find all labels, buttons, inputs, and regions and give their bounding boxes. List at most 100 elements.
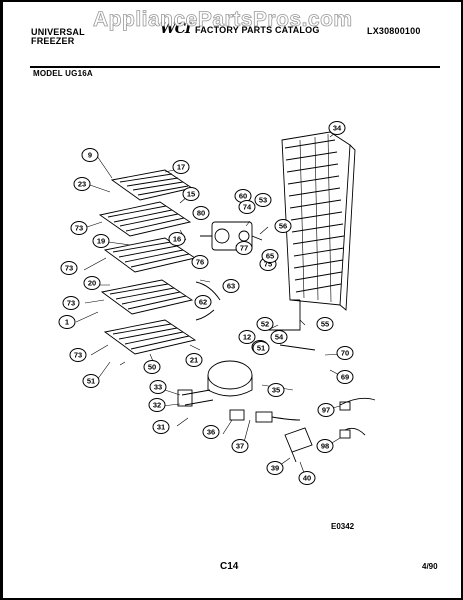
- callout-circle: [231, 439, 249, 453]
- callout-label: 65: [266, 252, 274, 261]
- callout-label: 17: [177, 163, 185, 172]
- callout-circle: [83, 276, 101, 290]
- callout-label: 80: [197, 209, 205, 218]
- callout-label: 40: [303, 474, 311, 483]
- callout-label: 73: [65, 264, 73, 273]
- callout-circle: [328, 121, 346, 135]
- callout-label: 15: [187, 190, 195, 199]
- callout-circle: [82, 374, 100, 388]
- callout-circle: [62, 296, 80, 310]
- callout-circle: [261, 249, 279, 263]
- relay: [229, 409, 301, 423]
- callout-label: 16: [173, 235, 181, 244]
- callout-circle: [191, 255, 209, 269]
- callout-label: 12: [243, 333, 251, 342]
- header-rule: [30, 66, 440, 68]
- brand-line-2: FREEZER: [31, 36, 75, 46]
- callout-label: 73: [75, 224, 83, 233]
- cord-plug-2: [339, 429, 351, 439]
- callout-label: 50: [148, 363, 156, 372]
- callout-label: 63: [227, 282, 235, 291]
- callout-circle: [267, 383, 285, 397]
- cap-tube: [265, 299, 316, 351]
- callout-label: 32: [153, 401, 161, 410]
- callout-circle: [336, 346, 354, 360]
- callout-circle: [148, 398, 166, 412]
- callout-circle: [152, 420, 170, 434]
- callout-label: 20: [88, 279, 96, 288]
- leader-lines: [75, 132, 346, 479]
- callout-circle: [316, 439, 334, 453]
- catalog-title: FACTORY PARTS CATALOG: [195, 25, 320, 35]
- page-code: C14: [220, 561, 239, 572]
- callout-circle: [274, 219, 292, 233]
- shelf-1: [110, 169, 194, 201]
- callout-circle: [194, 295, 212, 309]
- callout-label: 98: [321, 442, 329, 451]
- callout-circle: [235, 241, 253, 255]
- callout-circle: [192, 206, 210, 220]
- callout-circle: [238, 200, 256, 214]
- callout-circle: [336, 370, 354, 384]
- callout-circle: [256, 317, 274, 331]
- callout-circle: [316, 317, 334, 331]
- callout-circle: [182, 187, 200, 201]
- callout-label: 34: [333, 124, 342, 133]
- callout-label: 54: [275, 333, 284, 342]
- wci-logo: WCI: [160, 21, 191, 37]
- callout-circle: [168, 232, 186, 246]
- callout-circle: [58, 315, 76, 329]
- shelf-4: [100, 279, 194, 315]
- compressor: [177, 360, 253, 407]
- power-cord: [339, 397, 376, 436]
- callout-label: 97: [322, 406, 330, 415]
- callout-label: 19: [97, 237, 105, 246]
- callout-label: 75: [264, 260, 272, 269]
- callout-label: 70: [341, 349, 349, 358]
- callout-label: 69: [341, 373, 349, 382]
- callout-circle: [270, 330, 288, 344]
- callout-circle: [266, 461, 284, 475]
- callout-label: 51: [87, 377, 95, 386]
- page-date: 4/90: [422, 562, 438, 571]
- callout-circle: [254, 193, 272, 207]
- callout-label: 77: [240, 244, 248, 253]
- callout-circle: [143, 360, 161, 374]
- callout-circle: [172, 160, 190, 174]
- callout-circle: [69, 348, 87, 362]
- callout-circle: [81, 148, 99, 162]
- cord-plug: [339, 401, 351, 411]
- callout-label: 51: [257, 344, 265, 353]
- drawing-code: E0342: [331, 522, 355, 531]
- shelf-2: [98, 201, 192, 237]
- callout-label: 1: [65, 318, 69, 327]
- condenser-coil: [281, 131, 356, 311]
- callout-label: 60: [239, 192, 247, 201]
- callout-circle: [70, 221, 88, 235]
- callout-label: 9: [88, 151, 92, 160]
- callout-circle: [298, 471, 316, 485]
- callout-circle: [317, 403, 335, 417]
- tubing: [195, 281, 221, 321]
- callout-circle: [92, 234, 110, 248]
- callout-label: 76: [196, 258, 204, 267]
- callout-circle: [202, 425, 220, 439]
- callout-label: 52: [261, 320, 269, 329]
- brand-line-1: UNIVERSAL: [31, 27, 85, 37]
- shelf-5: [103, 319, 197, 355]
- callout-label: 21: [190, 356, 198, 365]
- callout-circle: [60, 261, 78, 275]
- callout-label: 53: [259, 196, 267, 205]
- callout-label: 39: [271, 464, 279, 473]
- callout-label: 31: [157, 423, 165, 432]
- callout-label: 73: [67, 299, 75, 308]
- callout-circle: [238, 330, 256, 344]
- callout-label: 73: [74, 351, 82, 360]
- control-bracket: [200, 221, 263, 251]
- watermark: AppliancePartsPros.com: [93, 8, 353, 32]
- callout-label: 36: [207, 428, 215, 437]
